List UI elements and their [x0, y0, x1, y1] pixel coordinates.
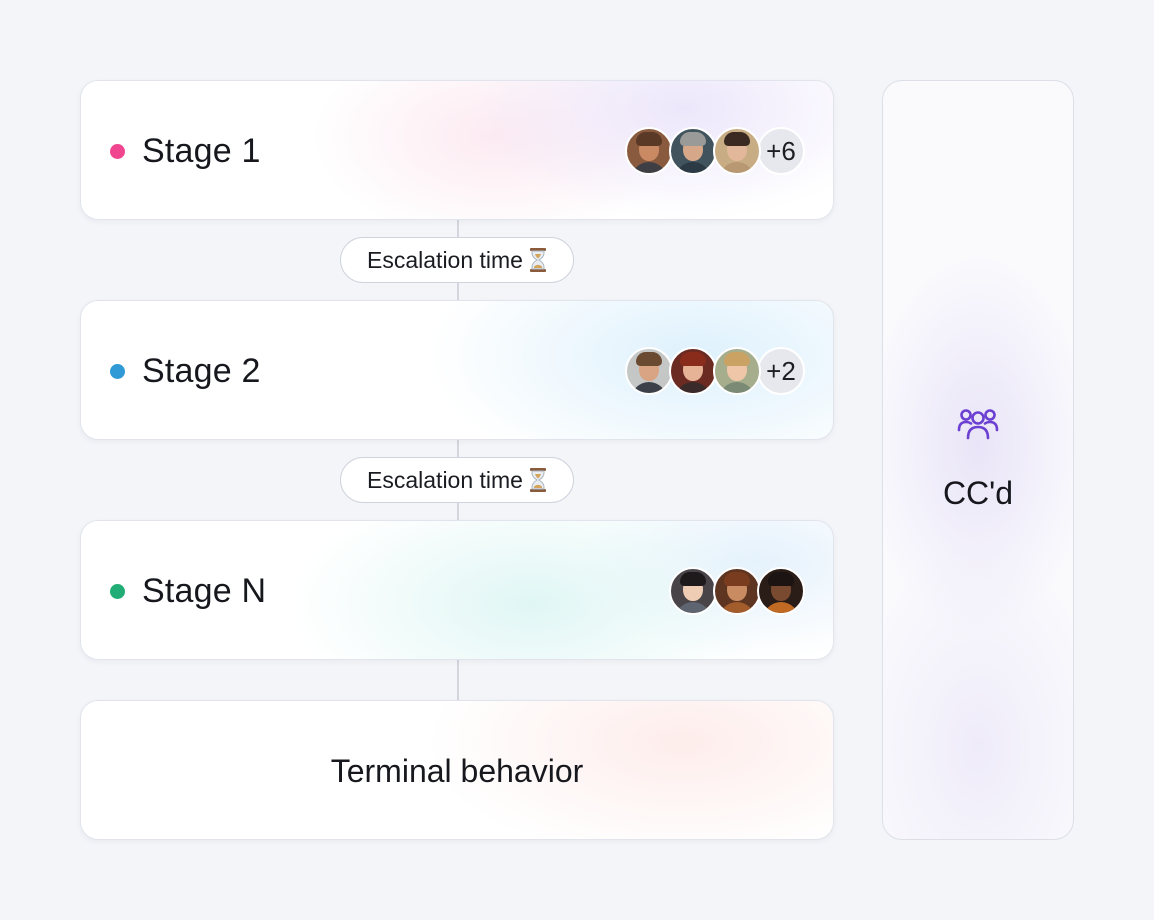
- stage-status-dot: [110, 144, 125, 159]
- avatar-group[interactable]: +2: [625, 347, 805, 395]
- stage-card-n[interactable]: Stage N: [80, 520, 834, 660]
- avatar-woman-red-hair: [669, 347, 717, 395]
- stage-status-dot: [110, 364, 125, 379]
- avatar-group[interactable]: +6: [625, 127, 805, 175]
- avatar-overflow-count[interactable]: +2: [757, 347, 805, 395]
- avatar-woman-blonde: [713, 347, 761, 395]
- avatar-group[interactable]: [669, 567, 805, 615]
- escalation-time-pill[interactable]: Escalation time: [340, 457, 574, 503]
- terminal-behavior-label: Terminal behavior: [330, 753, 584, 789]
- hourglass-icon: [529, 468, 546, 492]
- cc-label: CC'd: [942, 475, 1014, 511]
- connector-line: [457, 660, 459, 700]
- users-group-icon: [957, 409, 999, 440]
- terminal-behavior-card[interactable]: Terminal behavior: [80, 700, 834, 840]
- avatar-woman-curly-hair: [757, 567, 805, 615]
- stage-status-dot: [110, 584, 125, 599]
- avatar-man-glasses: [625, 127, 673, 175]
- avatar-woman-auburn-hair: [713, 567, 761, 615]
- avatar-woman-dark-hair: [713, 127, 761, 175]
- stage-title: Stage 1: [142, 132, 261, 170]
- escalation-time-pill[interactable]: Escalation time: [340, 237, 574, 283]
- stage-title: Stage N: [142, 572, 267, 610]
- avatar-woman-black-hair: [669, 567, 717, 615]
- stage-title: Stage 2: [142, 352, 261, 390]
- cc-panel[interactable]: CC'd: [882, 80, 1074, 840]
- avatar-overflow-count[interactable]: +6: [757, 127, 805, 175]
- avatar-man-gray-hair: [669, 127, 717, 175]
- stage-card-2[interactable]: Stage 2 +2: [80, 300, 834, 440]
- avatar-man-beard: [625, 347, 673, 395]
- hourglass-icon: [529, 248, 546, 272]
- stage-card-1[interactable]: Stage 1 +6: [80, 80, 834, 220]
- escalation-time-label: Escalation time: [367, 466, 523, 493]
- escalation-time-label: Escalation time: [367, 246, 523, 273]
